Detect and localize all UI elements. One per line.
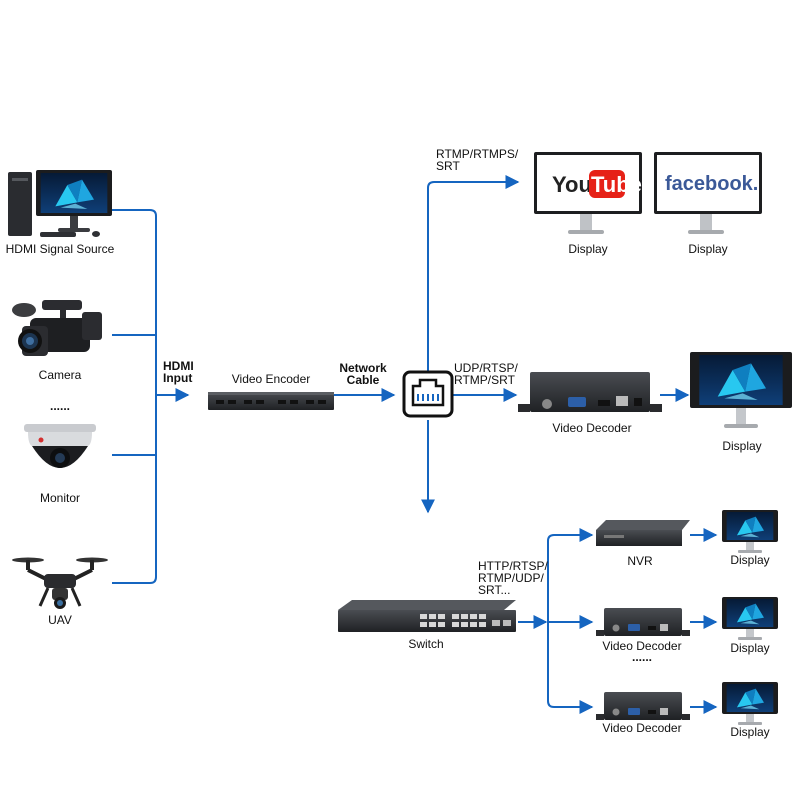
svg-text:Tube: Tube bbox=[591, 172, 642, 197]
switch-label: Switch bbox=[408, 637, 444, 651]
hdmi-input-label: HDMI Input bbox=[163, 359, 194, 385]
desktop-pc-icon bbox=[8, 170, 112, 237]
main-display-label: Display bbox=[722, 439, 762, 453]
decoder-a-display-label: Display bbox=[730, 641, 770, 655]
nvr-display-label: Display bbox=[730, 553, 770, 567]
camera-label: Camera bbox=[38, 368, 82, 382]
dome-camera-icon bbox=[24, 424, 96, 468]
nvr-label: NVR bbox=[627, 554, 653, 568]
facebook-display-label: Display bbox=[688, 242, 728, 256]
network-cable-label: Network Cable bbox=[339, 361, 387, 387]
ethernet-port-icon bbox=[402, 370, 454, 418]
drone-icon bbox=[12, 557, 108, 609]
camcorder-icon bbox=[12, 300, 102, 356]
video-decoder-main-label: Video Decoder bbox=[552, 421, 632, 435]
network-to-streaming-arrow bbox=[427, 175, 520, 375]
facebook-logo: facebook. bbox=[665, 173, 758, 195]
video-decoder-a-label: Video Decoder bbox=[602, 639, 682, 653]
video-decoder-a-device bbox=[596, 608, 690, 636]
decoders-ellipsis: ...... bbox=[631, 650, 653, 664]
uav-label: UAV bbox=[48, 613, 72, 627]
rtmp-protocol-label: RTMP/RTMPS/ SRT bbox=[436, 147, 519, 173]
network-switch-device bbox=[338, 600, 516, 632]
udp-protocol-label: UDP/RTSP/ RTMP/SRT bbox=[454, 361, 518, 387]
decoder-a-display bbox=[722, 597, 778, 640]
main-display bbox=[690, 352, 792, 428]
nvr-device bbox=[596, 520, 690, 546]
youtube-display-label: Display bbox=[568, 242, 608, 256]
facebook-display bbox=[654, 152, 762, 234]
hdmi-signal-source-label: HDMI Signal Source bbox=[5, 242, 115, 256]
source-bus-line bbox=[112, 209, 157, 584]
svg-text:facebook.: facebook. bbox=[665, 173, 758, 195]
connection-lines bbox=[112, 175, 718, 714]
decoder-b-display-label: Display bbox=[730, 725, 770, 739]
video-decoder-b-label: Video Decoder bbox=[602, 721, 682, 735]
video-encoder-device bbox=[208, 392, 334, 410]
video-decoder-main-device bbox=[518, 372, 662, 412]
video-decoder-b-device bbox=[596, 692, 690, 720]
nvr-display bbox=[722, 510, 778, 553]
youtube-logo: You Tube bbox=[552, 170, 642, 198]
svg-text:You: You bbox=[552, 172, 592, 197]
http-protocol-label: HTTP/RTSP/ RTMP/UDP/ SRT... bbox=[478, 559, 548, 597]
sources-ellipsis: ...... bbox=[49, 399, 71, 413]
monitor-label: Monitor bbox=[39, 491, 81, 505]
decoder-b-display bbox=[722, 682, 778, 725]
youtube-display bbox=[534, 152, 642, 234]
video-encoder-label: Video Encoder bbox=[231, 372, 311, 386]
